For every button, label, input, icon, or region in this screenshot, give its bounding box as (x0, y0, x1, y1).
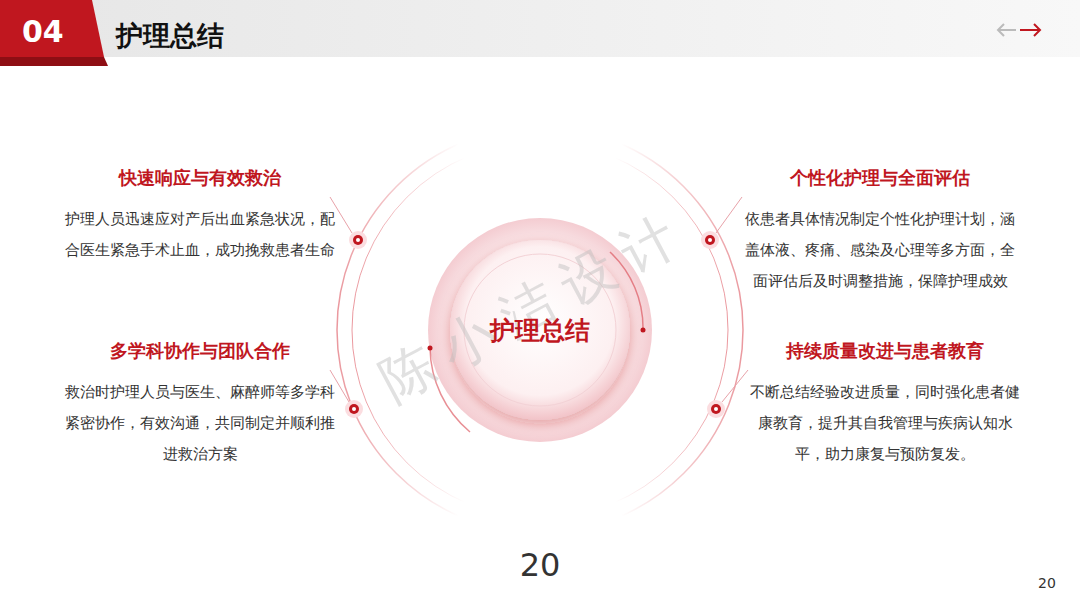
header-block (0, 0, 104, 57)
header-bar (0, 0, 1080, 57)
summary-section: 快速响应与有效救治护理人员迅速应对产后出血紧急状况，配合医生紧急手术止血，成功挽… (65, 166, 335, 266)
summary-section: 个性化护理与全面评估依患者具体情况制定个性化护理计划，涵盖体液、疼痛、感染及心理… (740, 166, 1020, 297)
section-heading: 个性化护理与全面评估 (740, 166, 1020, 190)
section-body: 不断总结经验改进质量，同时强化患者健康教育，提升其自我管理与疾病认知水平，助力康… (745, 377, 1025, 470)
outer-ring (352, 142, 728, 518)
summary-section: 持续质量改进与患者教育不断总结经验改进质量，同时强化患者健康教育，提升其自我管理… (745, 339, 1025, 470)
section-body: 救治时护理人员与医生、麻醉师等多学科紧密协作，有效沟通，共同制定并顺利推进救治方… (65, 377, 335, 470)
center-title: 护理总结 (490, 314, 590, 347)
summary-section: 多学科协作与团队合作救治时护理人员与医生、麻醉师等多学科紧密协作，有效沟通，共同… (65, 339, 335, 470)
section-body: 依患者具体情况制定个性化护理计划，涵盖体液、疼痛、感染及心理等多方面，全面评估后… (740, 204, 1020, 297)
outer-ring (337, 127, 743, 533)
arc-dot (641, 328, 646, 333)
slide-title: 护理总结 (116, 17, 224, 55)
section-body: 护理人员迅速应对产后出血紧急状况，配合医生紧急手术止血，成功挽救患者生命 (65, 204, 335, 266)
page-number: 20 (1038, 574, 1056, 592)
header-tab (0, 57, 108, 66)
section-heading: 持续质量改进与患者教育 (745, 339, 1025, 363)
page-number: 20 (520, 545, 561, 585)
section-number: 04 (22, 14, 64, 50)
section-heading: 快速响应与有效救治 (65, 166, 335, 190)
nav-arrows (998, 24, 1040, 36)
section-heading: 多学科协作与团队合作 (65, 339, 335, 363)
center-circle: 护理总结 (465, 255, 615, 405)
